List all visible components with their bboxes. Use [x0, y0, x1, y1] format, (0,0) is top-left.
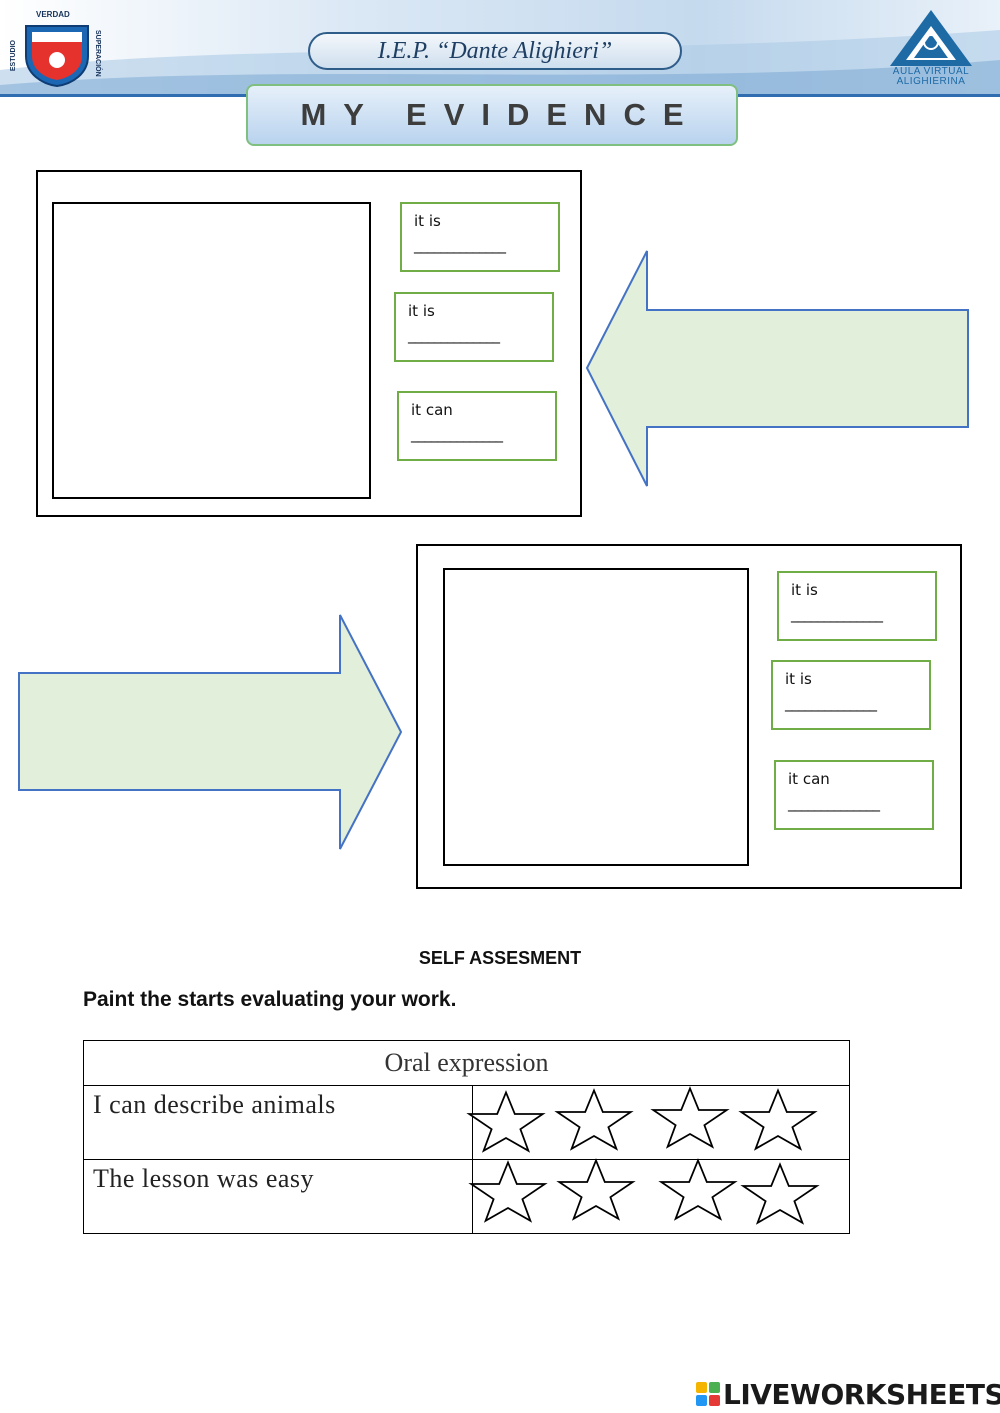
- aula-virtual-logo-icon: [890, 10, 972, 66]
- answer-box-2-1[interactable]: it is ______________: [777, 571, 937, 641]
- answer-box-1-2[interactable]: it is ______________: [394, 292, 554, 362]
- footer-brand[interactable]: LIVEWORKSHEETS: [696, 1375, 1000, 1413]
- star-rating-row-2: [468, 1158, 850, 1234]
- answer-box-1-1[interactable]: it is ______________: [400, 202, 560, 272]
- answer-blank[interactable]: ______________: [408, 326, 500, 344]
- answer-blank[interactable]: ______________: [785, 694, 877, 712]
- table-header-row: Oral expression: [83, 1040, 850, 1086]
- answer-box-1-3[interactable]: it can ______________: [397, 391, 557, 461]
- crest-top-label: VERDAD: [36, 10, 70, 19]
- arrow-left-icon: [585, 250, 969, 487]
- star-icon[interactable]: [465, 1090, 547, 1154]
- platform-label: AULA VIRTUAL ALIGHIERINA: [872, 67, 990, 87]
- answer-prompt: it is: [408, 302, 435, 320]
- image-drop-box-2[interactable]: [443, 568, 749, 866]
- star-icon[interactable]: [649, 1086, 731, 1150]
- school-crest-icon: [25, 25, 89, 88]
- crest-right-label: SUPERACIÓN: [94, 30, 101, 77]
- star-rating-row-1: [466, 1085, 850, 1160]
- footer-brand-text: LIVEWORKSHEETS: [723, 1377, 1000, 1411]
- star-icon[interactable]: [657, 1158, 739, 1222]
- title-box: MY EVIDENCE: [246, 84, 738, 146]
- image-drop-box-1[interactable]: [52, 202, 371, 499]
- star-icon[interactable]: [739, 1162, 821, 1226]
- star-icon[interactable]: [553, 1088, 635, 1152]
- answer-prompt: it is: [785, 670, 812, 688]
- star-icon[interactable]: [467, 1160, 549, 1224]
- answer-box-2-3[interactable]: it can ______________: [774, 760, 934, 830]
- answer-prompt: it can: [788, 770, 830, 788]
- platform-label-line1: AULA VIRTUAL: [892, 66, 970, 77]
- star-icon[interactable]: [555, 1158, 637, 1222]
- criterion-cell: I can describe animals: [83, 1085, 473, 1160]
- school-name: I.E.P. “Dante Alighieri”: [308, 32, 682, 70]
- answer-blank[interactable]: ______________: [411, 425, 503, 443]
- answer-blank[interactable]: ______________: [414, 236, 506, 254]
- table-row: I can describe animals: [83, 1085, 850, 1160]
- crest-left-label: ESTUDIO: [10, 40, 17, 72]
- arrow-right-icon: [18, 614, 403, 850]
- answer-box-2-2[interactable]: it is ______________: [771, 660, 931, 730]
- answer-prompt: it is: [791, 581, 818, 599]
- self-assessment-title: SELF ASSESMENT: [418, 948, 582, 968]
- table-row: The lesson was easy: [83, 1158, 850, 1234]
- instruction-text: Paint the starts evaluating your work.: [83, 988, 457, 1011]
- page-title: MY EVIDENCE: [300, 97, 701, 132]
- rating-table: Oral expression I can describe animals T…: [83, 1040, 850, 1234]
- answer-prompt: it can: [411, 401, 453, 419]
- criterion-cell: The lesson was easy: [83, 1159, 473, 1234]
- answer-prompt: it is: [414, 212, 441, 230]
- platform-label-line2: ALIGHIERINA: [896, 76, 966, 87]
- star-icon[interactable]: [737, 1088, 819, 1152]
- answer-blank[interactable]: ______________: [788, 794, 880, 812]
- liveworksheets-logo-icon: [696, 1382, 720, 1406]
- answer-blank[interactable]: ______________: [791, 605, 883, 623]
- table-header: Oral expression: [83, 1040, 850, 1086]
